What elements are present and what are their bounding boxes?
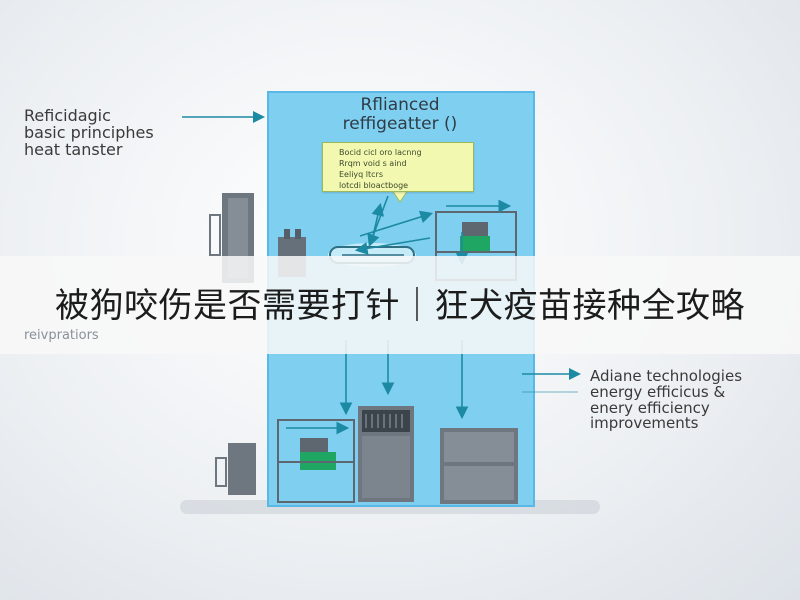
- left-label-line: basic principhes: [24, 122, 154, 142]
- note-line: Rrqm void s aind: [339, 159, 407, 168]
- right-label: Adiane technologies energy efficicus & e…: [590, 367, 743, 433]
- arrow-coil-to-frame: [359, 210, 434, 237]
- left-label-line: heat tanster: [24, 139, 123, 159]
- left-label-line: Reficidagic: [24, 106, 111, 125]
- arrow-frame-left: [354, 237, 431, 255]
- evaporator-frame-bottom: [277, 419, 355, 503]
- center-title: Rflianced reffigeatter (): [270, 96, 530, 133]
- right-label-line: enery efficiency: [590, 398, 710, 417]
- condenser-unit: [358, 406, 414, 502]
- right-label-line: Adiane technologies: [590, 367, 743, 385]
- title-banner: [0, 256, 800, 354]
- right-label-line: improvements: [590, 414, 699, 433]
- faint-caption: reivpratiors: [24, 328, 99, 343]
- evaporator-frame-top: [435, 211, 517, 281]
- left-label: Reficidagic basic principhes heat tanste…: [24, 106, 154, 159]
- note-box: Bocid cicl oro lacnng Rrqm void s aind E…: [322, 142, 474, 192]
- note-line: lotcdi bloactboge: [339, 181, 409, 190]
- storage-cabinet: [440, 428, 518, 504]
- banner-title: 被狗咬伤是否需要打针｜狂犬疫苗接种全攻略: [55, 286, 745, 326]
- right-label-line: energy efficicus &: [590, 382, 726, 401]
- left-machine-lower: [215, 443, 256, 495]
- center-title-line: Rflianced: [360, 95, 440, 115]
- note-line: Bocid cicl oro lacnng: [339, 148, 422, 157]
- note-line: Eeliyq ltcrs: [339, 170, 383, 179]
- center-title-line: reffigeatter (): [342, 113, 458, 134]
- arrow-diag-up: [371, 202, 385, 241]
